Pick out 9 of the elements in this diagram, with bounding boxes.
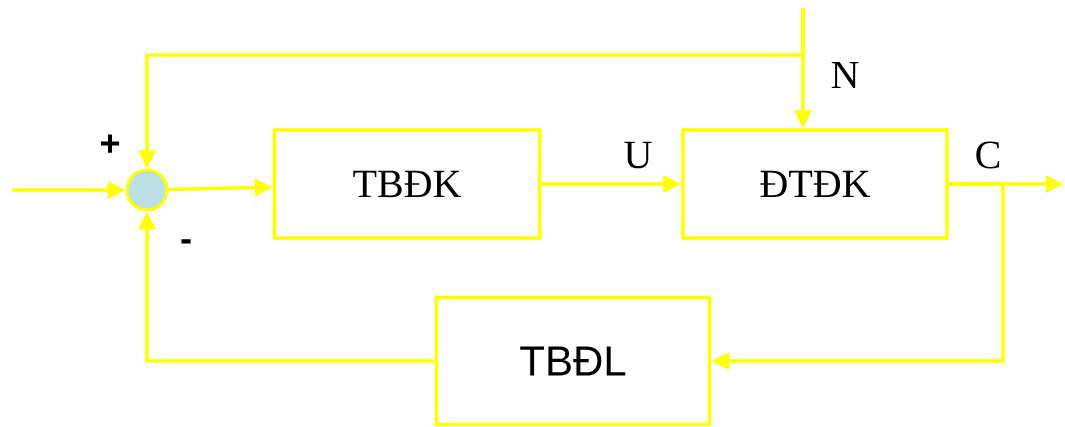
edge-label: U: [624, 141, 652, 169]
block-box: ĐTĐK: [681, 128, 949, 240]
sign-label: +: [101, 134, 120, 153]
sign-label: -: [181, 239, 191, 244]
summing-junction: [125, 168, 169, 212]
edge-label: C: [976, 141, 1000, 169]
block-box: TBĐK: [272, 128, 542, 240]
edge-label: N: [831, 61, 859, 89]
block-box: TBĐL: [434, 295, 712, 427]
